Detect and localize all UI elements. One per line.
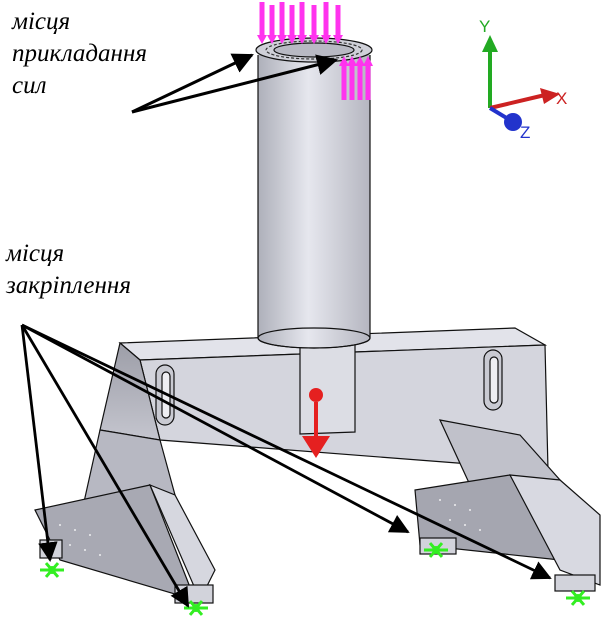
force-arrow <box>333 5 343 44</box>
force-arrow <box>287 5 297 44</box>
fixture-markers <box>40 542 590 616</box>
fixture-leader-arrows <box>20 323 552 608</box>
fixture-label-line-2: закріплення <box>6 272 131 299</box>
fixture-label: місця закріплення <box>6 238 131 302</box>
coordinate-triad: Y X Z <box>479 17 567 142</box>
force-label-line-2: прикладання <box>12 40 147 67</box>
force-arrow-up <box>363 56 373 100</box>
force-arrow <box>257 2 267 44</box>
force-leader-arrows <box>131 53 339 114</box>
force-arrow-up <box>355 56 365 100</box>
axis-x-label: X <box>556 89 567 108</box>
force-label-line-1: місця <box>12 8 71 35</box>
force-application-label: місця прикладання сил <box>12 6 147 102</box>
axis-z-label: Z <box>520 123 530 142</box>
fixture-marker <box>40 562 64 578</box>
force-arrow <box>277 2 287 44</box>
fixture-marker <box>184 600 208 616</box>
force-arrows <box>257 2 373 100</box>
fixture-marker <box>566 590 590 606</box>
frame-body <box>34 327 601 604</box>
force-label-line-3: сил <box>12 72 47 99</box>
gravity-arrow <box>302 388 330 458</box>
force-arrow-up <box>347 56 357 100</box>
cylinder-column <box>255 37 373 349</box>
force-arrow <box>297 2 307 44</box>
fixture-label-line-1: місця <box>6 240 65 267</box>
force-arrow <box>309 5 319 44</box>
fixture-marker <box>424 542 448 558</box>
axis-y-label: Y <box>479 17 490 36</box>
force-arrow <box>267 5 277 44</box>
mesh-dots <box>59 499 481 556</box>
force-arrow <box>321 2 331 44</box>
force-arrow-up <box>339 56 349 100</box>
